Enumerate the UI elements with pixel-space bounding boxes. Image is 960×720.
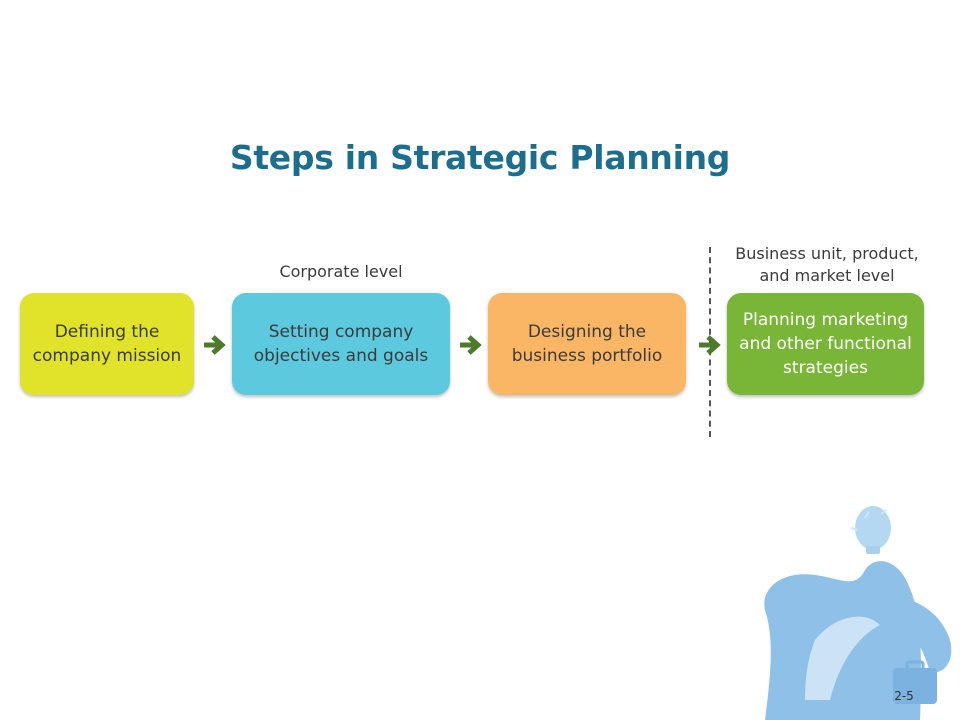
corporate-level-label: Corporate level xyxy=(279,262,403,281)
right-arrow-icon xyxy=(460,335,482,355)
slide-title: Steps in Strategic Planning xyxy=(229,138,731,177)
step-define-mission: Defining the company mission xyxy=(20,293,194,395)
right-arrow-icon xyxy=(699,335,721,355)
step-set-objectives: Setting company objectives and goals xyxy=(232,293,450,395)
step-set-objectives-label: Setting company objectives and goals xyxy=(253,322,429,366)
step-plan-marketing-label: Planning marketing and other functional … xyxy=(739,310,912,378)
right-arrow-icon xyxy=(204,335,226,355)
step-plan-marketing: Planning marketing and other functional … xyxy=(727,293,924,395)
step-design-portfolio: Designing the business portfolio xyxy=(488,293,686,395)
lightbulb-figure-mascot-icon xyxy=(764,506,952,720)
step-define-mission-label: Defining the company mission xyxy=(32,322,182,366)
step-design-portfolio-label: Designing the business portfolio xyxy=(511,322,663,366)
slide-number: 2-5 xyxy=(894,689,914,703)
business-level-label: Business unit, product, and market level xyxy=(735,244,919,285)
